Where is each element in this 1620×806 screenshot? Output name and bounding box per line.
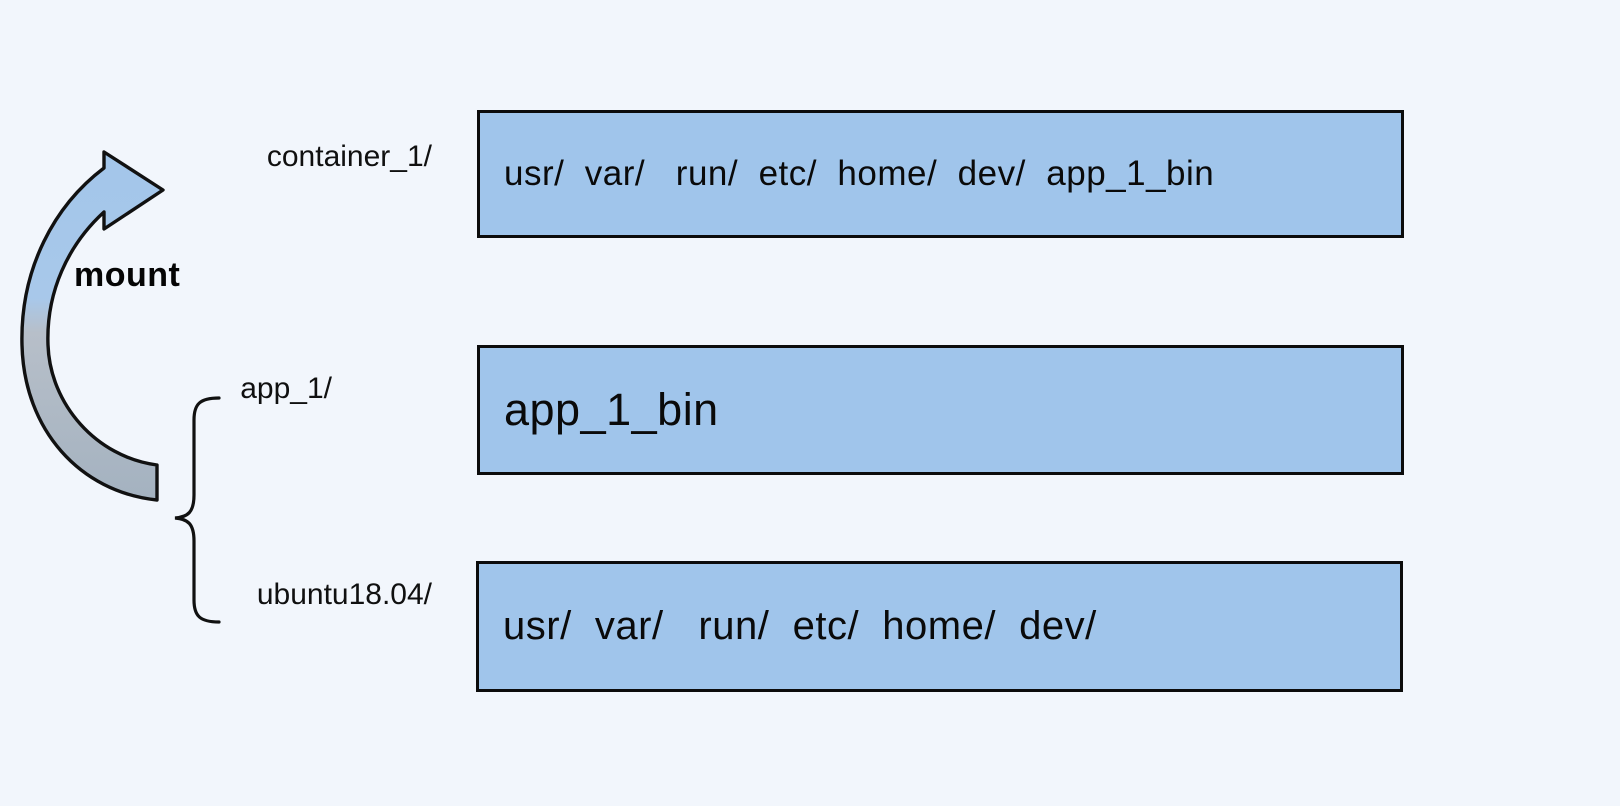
- row-label-container-1: container_1/: [266, 140, 432, 173]
- layer-contents-app-1: app_1_bin: [504, 384, 719, 435]
- layer-box-ubuntu18-04: usr/ var/ run/ etc/ home/ dev/: [476, 561, 1403, 692]
- image-layers-brace-icon: [174, 396, 221, 624]
- mount-arrow-icon: [20, 150, 165, 502]
- layer-box-app-1: app_1_bin: [477, 345, 1404, 475]
- layer-contents-container-1: usr/ var/ run/ etc/ home/ dev/ app_1_bin: [504, 154, 1215, 193]
- row-label-ubuntu18-04: ubuntu18.04/: [256, 578, 432, 611]
- mount-label: mount: [74, 256, 181, 294]
- row-label-app-1: app_1/: [240, 372, 332, 405]
- layer-box-container-1: usr/ var/ run/ etc/ home/ dev/ app_1_bin: [477, 110, 1404, 238]
- layer-contents-ubuntu18-04: usr/ var/ run/ etc/ home/ dev/: [503, 604, 1097, 648]
